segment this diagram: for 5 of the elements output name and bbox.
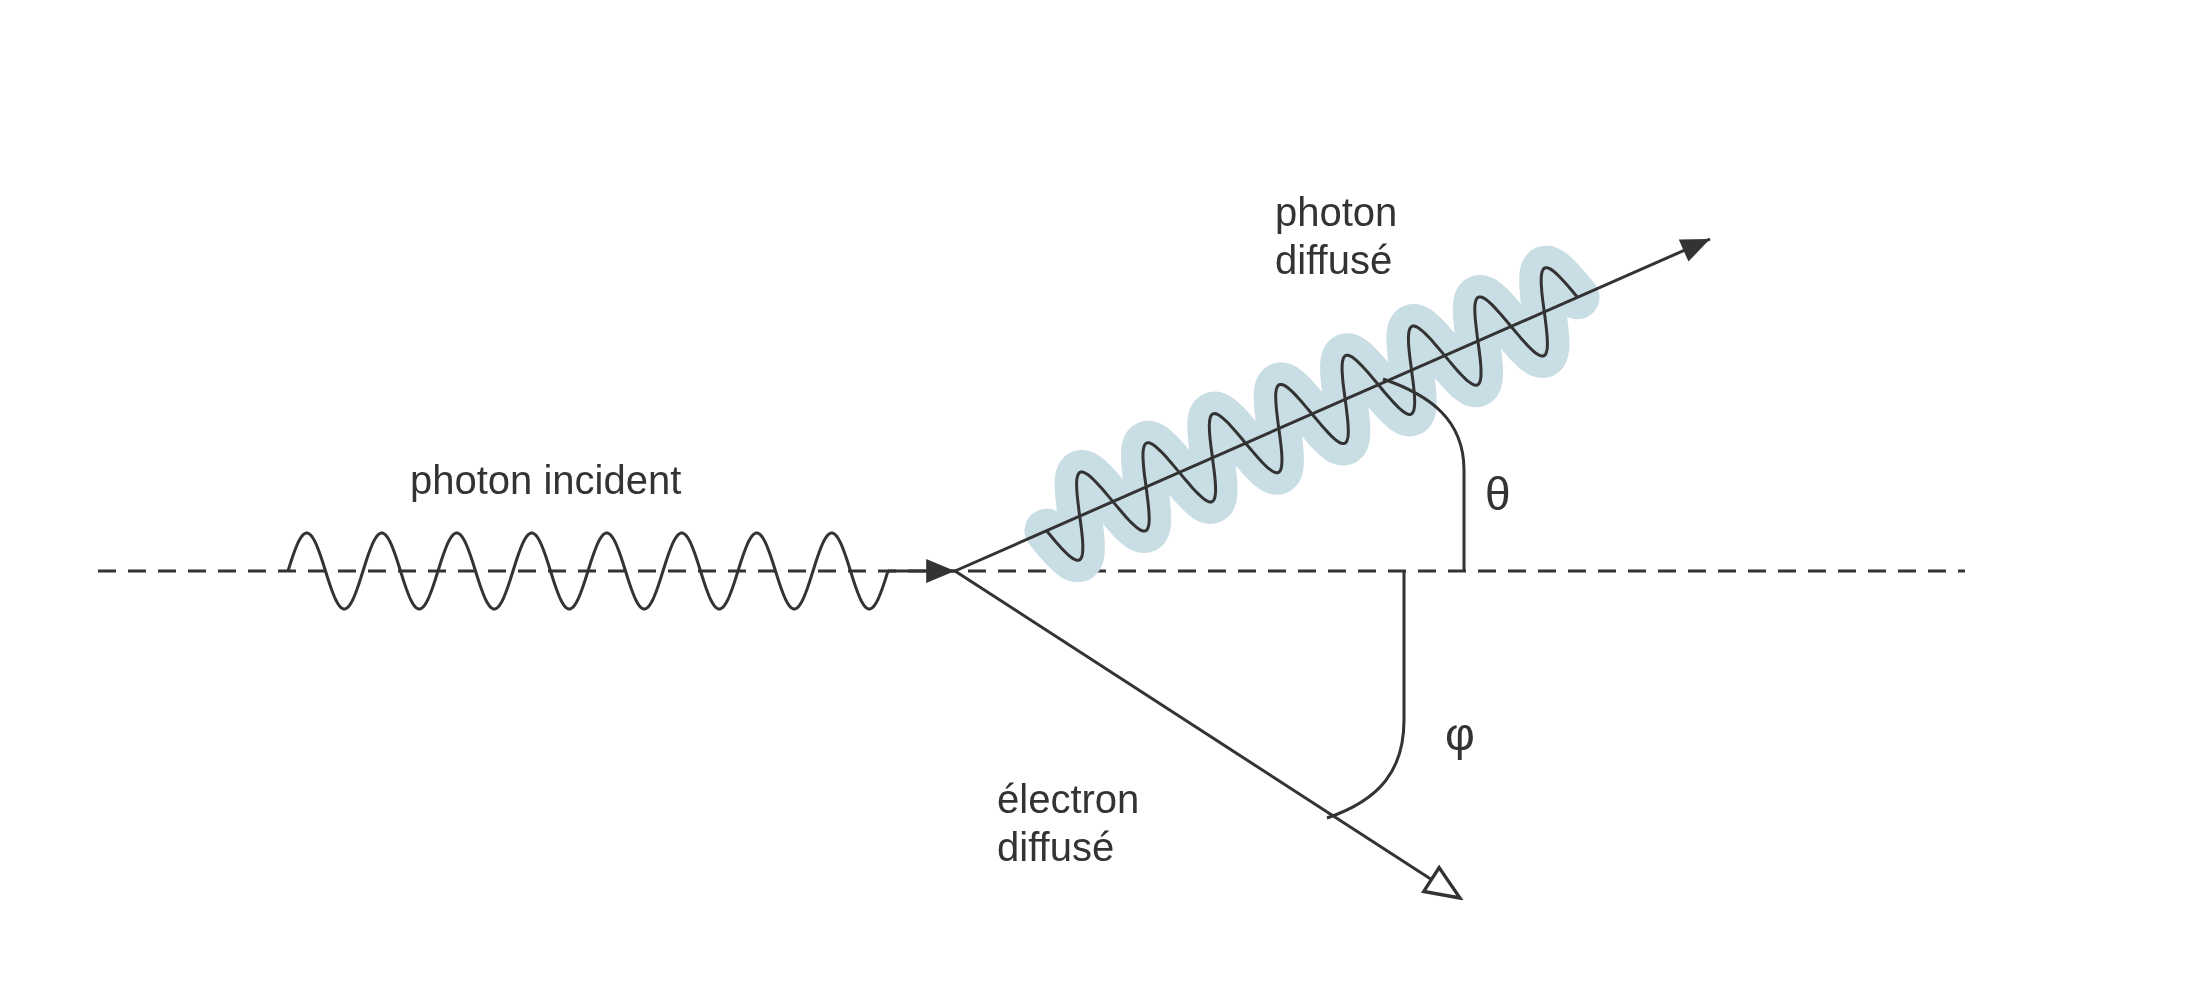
- angle-symbol: θ: [1485, 470, 1512, 518]
- particle-label: photon incident: [410, 457, 683, 504]
- angle-symbol: φ: [1445, 710, 1476, 758]
- particle-label: photon diffusé: [1275, 189, 1399, 284]
- particle-label: électron diffusé: [997, 776, 1141, 871]
